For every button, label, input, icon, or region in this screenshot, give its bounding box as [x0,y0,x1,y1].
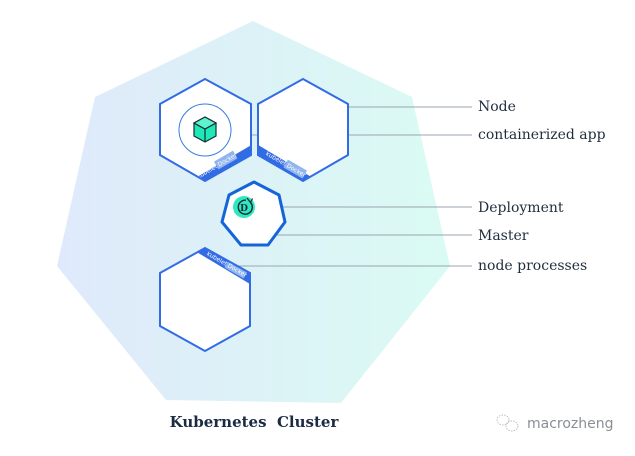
app-circle [178,103,232,157]
label-node-processes: node processes [478,258,587,274]
deployment-icon-letter: D [240,204,248,214]
watermark-text: macrozheng [527,416,614,432]
cluster-title: Kubernetes Cluster [170,413,340,431]
watermark: macrozheng [496,414,614,432]
label-node: Node [478,99,516,115]
cube-icon [192,116,218,143]
wechat-icon [496,414,519,432]
label-containerized-app: containerized app [478,127,606,143]
master-heptagon: D [220,180,287,247]
legend-labels: Node containerized app Deployment Master… [478,99,606,274]
label-master: Master [478,228,529,244]
node-hexagon-3: kubelet Docker [159,246,251,353]
deployment-icon: D [233,196,255,218]
node-hexagon-2: kubelet Docker [257,77,349,183]
label-deployment: Deployment [478,200,564,216]
